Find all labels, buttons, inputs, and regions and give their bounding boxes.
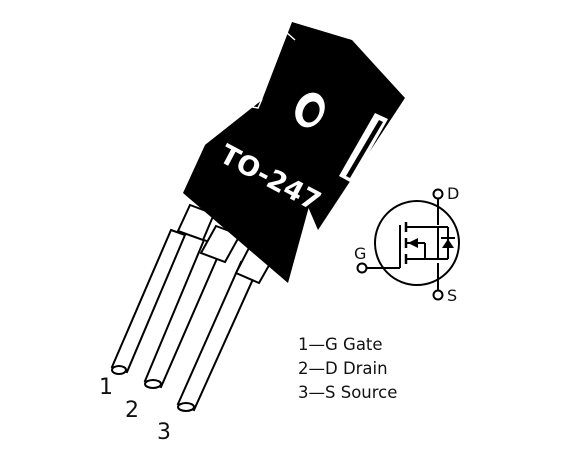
pin-number-3: 3 [157,420,171,445]
pin-number-1: 1 [99,375,113,400]
legend-item-drain: 2—D Drain [298,359,388,378]
legend-item-gate: 1—G Gate [298,335,383,354]
symbol-circle [374,200,460,286]
legend-item-source: 3—S Source [298,383,398,402]
pin-legend: 1—G Gate 2—D Drain 3—S Source [298,333,397,405]
pin-number-2: 2 [125,398,139,423]
drain-terminal-icon [432,188,444,200]
gate-label: G [354,244,367,263]
gate-terminal-icon [356,262,368,274]
package-body [183,18,408,283]
channel-arrow-icon [408,238,418,248]
drain-label: D [447,184,460,203]
body-diode-icon [442,239,454,248]
source-label: S [447,286,458,305]
source-terminal-icon [432,289,444,301]
lead-1 [110,228,187,375]
